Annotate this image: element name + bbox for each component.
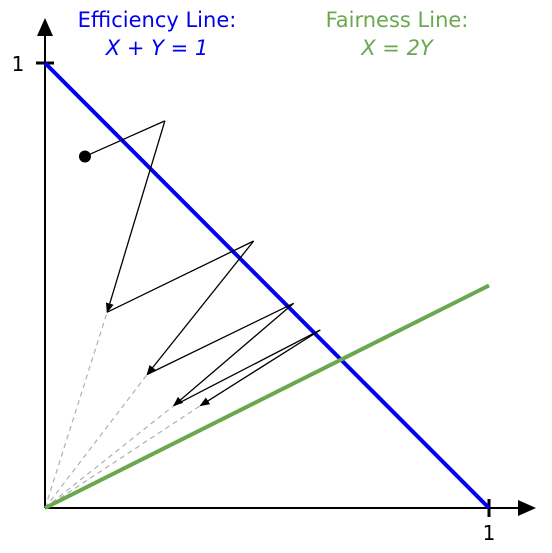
fairness-line-title: Fairness Line: — [326, 8, 469, 32]
decrease-arrow — [105, 120, 166, 314]
efficiency-line-equation: X + Y = 1 — [105, 36, 208, 60]
decrease-arrow — [146, 240, 255, 376]
fairness-line-equation: X = 2Y — [360, 36, 435, 60]
decrease-arrow — [172, 302, 295, 407]
increase-segment — [146, 302, 294, 376]
origin-guide-line — [44, 405, 175, 509]
increase-segment — [84, 120, 166, 158]
fairness-line — [44, 283, 490, 510]
efficiency-line — [43, 61, 491, 510]
x-axis-arrow-icon — [518, 500, 536, 516]
origin-guide-line — [44, 312, 108, 509]
origin-guide-line — [44, 405, 201, 509]
increase-segment — [106, 240, 254, 313]
origin-guide-lines — [44, 312, 201, 509]
convergence-path — [84, 120, 321, 407]
origin-guide-line — [44, 374, 148, 509]
decrease-arrow — [199, 329, 321, 407]
y-axis-arrow-icon — [37, 18, 53, 36]
y-axis-tick-label: 1 — [12, 52, 25, 76]
increase-segment — [173, 329, 321, 407]
start-point — [78, 150, 91, 163]
x-axis-tick-label: 1 — [483, 521, 496, 545]
efficiency-line-title: Efficiency Line: — [78, 8, 237, 32]
